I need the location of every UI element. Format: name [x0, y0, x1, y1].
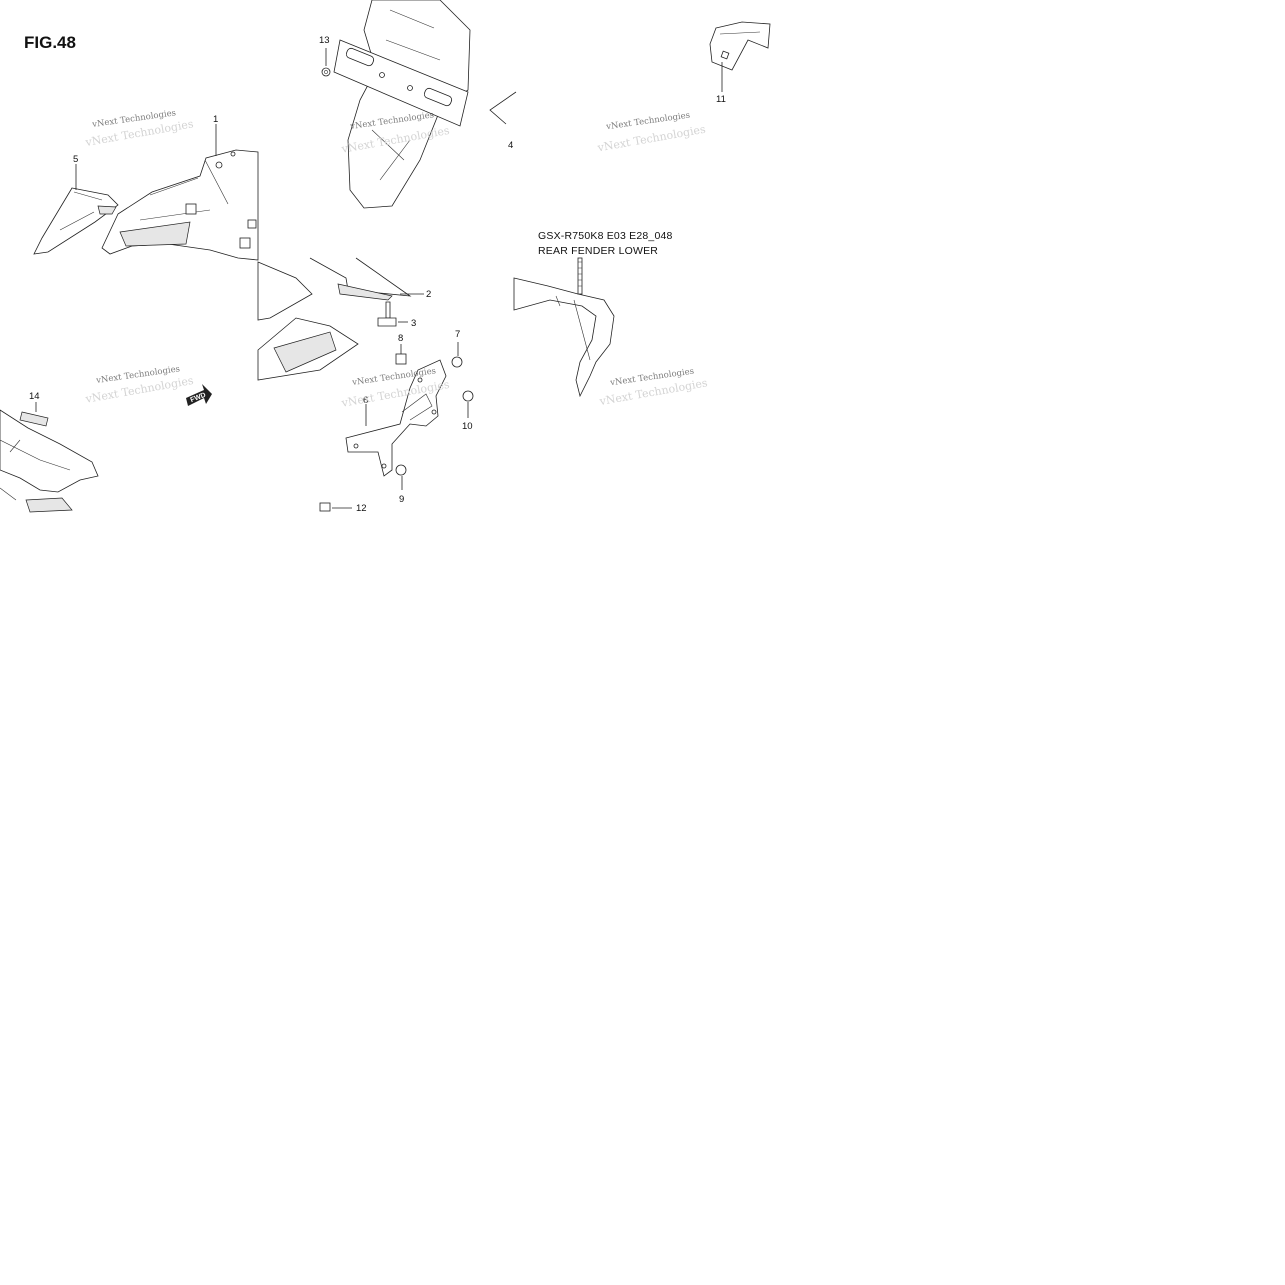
rear-fender-lower-part	[513, 257, 615, 398]
part-label-2: 2	[426, 289, 431, 300]
part-label-3: 3	[411, 318, 416, 329]
part-7-bolt	[451, 342, 463, 368]
part-3-bolt	[377, 301, 408, 327]
part-12-nut	[319, 502, 352, 512]
rear-cowl-piece	[257, 261, 359, 381]
part-label-13: 13	[319, 35, 330, 46]
part-5-side-cover	[33, 187, 119, 255]
part-9-bolt	[395, 464, 407, 490]
part-label-9: 9	[399, 494, 404, 505]
fig-title: FIG.48	[24, 33, 76, 52]
part-1-rear-fender-main	[101, 149, 259, 261]
part-label-8: 8	[398, 333, 403, 344]
part-label-5: 5	[73, 154, 78, 165]
seat-cowl-lower	[0, 409, 99, 513]
watermark-top-right: vNext Technologies vNext Technologies	[596, 111, 707, 155]
part-label-12: 12	[356, 503, 367, 514]
part-label-7: 7	[455, 329, 460, 340]
part-label-14: 14	[29, 391, 40, 402]
part-11-small-bracket	[709, 21, 771, 92]
part-label-6: 6	[363, 395, 368, 406]
section-name-caption: REAR FENDER LOWER	[538, 245, 659, 257]
part-label-11: 11	[716, 94, 726, 105]
part-6-mounting-bracket	[345, 359, 447, 477]
part-13-license-bracket	[321, 0, 517, 209]
part-10-bolt	[462, 390, 474, 418]
watermark-top-left: vNext Technologies vNext Technologies	[84, 108, 195, 149]
part-14-label-sticker	[19, 402, 49, 427]
part-label-4: 4	[508, 140, 513, 151]
part-label-10: 10	[462, 421, 473, 432]
fwd-label: FWD	[190, 392, 207, 404]
watermark-mid-right: vNext Technologies vNext Technologies	[598, 367, 709, 409]
part-8-nut	[395, 344, 407, 365]
part-2-fender-brace	[309, 257, 424, 301]
part-label-1: 1	[213, 114, 218, 125]
watermark-mid-left: vNext Technologies vNext Technologies	[84, 364, 195, 406]
model-code-caption: GSX-R750K8 E03 E28_048	[538, 230, 673, 242]
